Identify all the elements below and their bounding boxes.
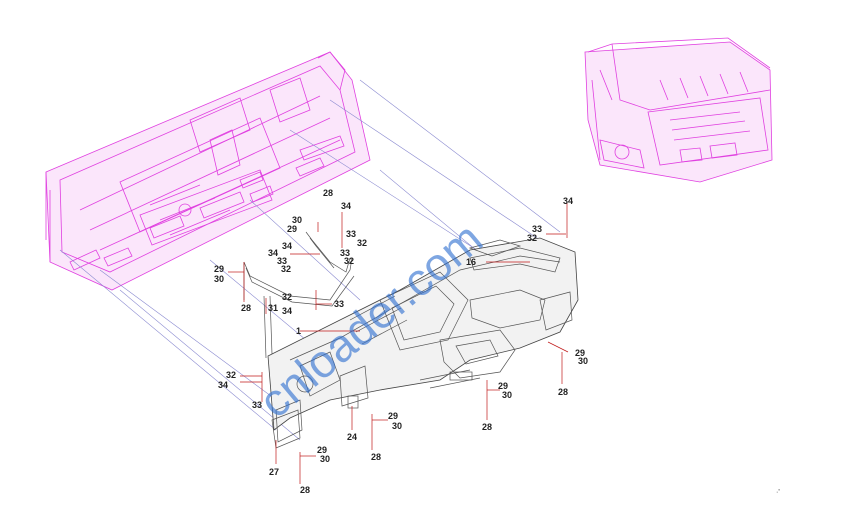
callout-28: 28 (241, 303, 251, 313)
callout-32: 32 (527, 233, 537, 243)
callout-1: 1 (296, 326, 301, 336)
callout-16: 16 (466, 257, 476, 267)
leader-lines (228, 202, 569, 484)
callout-34: 34 (563, 196, 573, 206)
callout-29: 29 (575, 348, 585, 358)
callout-33: 33 (340, 248, 350, 258)
callout-34: 34 (282, 241, 292, 251)
callout-30: 30 (578, 356, 588, 366)
callout-29: 29 (317, 445, 327, 455)
callout-33: 33 (277, 256, 287, 266)
callout-33: 33 (532, 224, 542, 234)
callout-32: 32 (281, 264, 291, 274)
callout-27: 27 (269, 467, 279, 477)
callout-24: 24 (347, 432, 357, 442)
callout-32: 32 (282, 292, 292, 302)
callout-30: 30 (502, 390, 512, 400)
callout-31: 31 (268, 303, 278, 313)
callout-29: 29 (498, 381, 508, 391)
corner-mark: ·' (776, 489, 780, 496)
callout-32: 32 (357, 238, 367, 248)
dashboard-assembly-drawing (267, 237, 579, 449)
callout-34: 34 (268, 248, 278, 258)
part-number-callouts: 34 33 32 16 28 34 30 29 33 32 34 34 33 3… (214, 188, 588, 495)
callout-32: 32 (344, 256, 354, 266)
callout-28: 28 (482, 422, 492, 432)
callout-29: 29 (388, 411, 398, 421)
callout-30: 30 (292, 215, 302, 225)
callout-30: 30 (214, 274, 224, 284)
assembly-lines (59, 79, 561, 441)
callout-33: 33 (252, 400, 262, 410)
callout-34: 34 (218, 380, 228, 390)
callout-29: 29 (287, 224, 297, 234)
callout-30: 30 (320, 454, 330, 464)
callout-28: 28 (300, 485, 310, 495)
callout-29: 29 (214, 264, 224, 274)
callout-34: 34 (282, 306, 292, 316)
callout-32: 32 (226, 370, 236, 380)
cab-rear-panel-drawing (45, 51, 371, 291)
callout-28: 28 (323, 188, 333, 198)
callout-33: 33 (334, 299, 344, 309)
callout-34: 34 (341, 201, 351, 211)
cab-overview-drawing (584, 37, 773, 183)
callout-28: 28 (371, 452, 381, 462)
callout-30: 30 (392, 421, 402, 431)
callout-28: 28 (558, 387, 568, 397)
callout-33: 33 (346, 229, 356, 239)
